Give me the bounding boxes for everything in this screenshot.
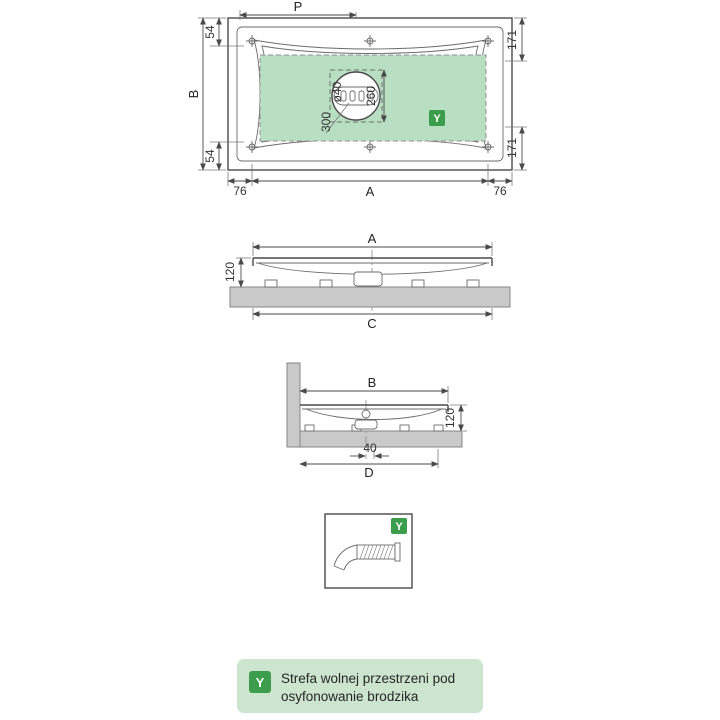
drain-assembly (329, 69, 383, 123)
wall-section (286, 362, 301, 448)
fixing-point-markers (246, 35, 494, 153)
detail-box: Y (324, 513, 413, 589)
dim-label-drain-diameter: ø40 (330, 81, 344, 102)
dim-label-171-bottom: 171 (505, 138, 519, 158)
side-dimensions: B 120 40 D (299, 375, 467, 480)
dim-label-260: 260 (364, 86, 378, 106)
legend-y-label: Y (256, 675, 265, 690)
dim-label-b-side: B (368, 375, 377, 390)
drain-clearance-outline (329, 69, 383, 123)
dim-label-a-plan: A (366, 184, 375, 199)
dim-label-171-top: 171 (505, 30, 519, 50)
dim-label-b-plan: B (186, 90, 201, 99)
siphon-pipe-icon (333, 542, 401, 571)
legend-panel: Y Strefa wolnej przestrzeni pod osyfonow… (237, 659, 483, 713)
dim-label-76-left: 76 (233, 184, 247, 198)
zone-badge: Y (429, 110, 445, 126)
y-zone-label-detail: Y (395, 521, 403, 533)
drain-trap-side (354, 419, 378, 430)
drain-trap-front (353, 271, 383, 287)
legend-y-icon (249, 671, 271, 693)
y-zone-icon (429, 110, 445, 126)
dim-label-c: C (367, 316, 376, 331)
side-view: B 120 40 D (286, 362, 467, 480)
tray-profile-side (300, 404, 449, 432)
tray-profile-front (252, 257, 493, 288)
drain-outlet-side (361, 409, 371, 419)
dim-label-p: P (294, 0, 303, 14)
dim-label-40: 40 (363, 441, 377, 455)
dim-label-54-top: 54 (203, 25, 217, 39)
plan-view: Y P 54 B 54 171 (186, 0, 527, 199)
dim-label-76-right: 76 (493, 184, 507, 198)
free-space-zone (259, 54, 487, 142)
plan-dimensions: P 54 B 54 171 171 (186, 0, 527, 199)
dim-label-300: 300 (319, 112, 333, 132)
legend-text-line1: Strefa wolnej przestrzeni pod (281, 671, 455, 686)
floor-slab-side (299, 430, 463, 448)
legend-text-line2: osyfonowanie brodzika (281, 689, 419, 704)
dim-label-54-bottom: 54 (203, 149, 217, 163)
floor-slab-front (229, 286, 511, 308)
front-dimensions: A 120 C (223, 231, 493, 331)
y-zone-icon-detail (391, 518, 407, 534)
dim-label-a-front: A (368, 231, 377, 246)
legend-background (237, 659, 483, 713)
dim-label-120-side: 120 (443, 408, 457, 428)
tray-inner-rim (236, 26, 504, 162)
dim-label-d: D (364, 465, 373, 480)
y-zone-label: Y (433, 113, 441, 125)
front-view: A 120 C (223, 231, 511, 331)
dim-label-120-front: 120 (223, 262, 237, 282)
